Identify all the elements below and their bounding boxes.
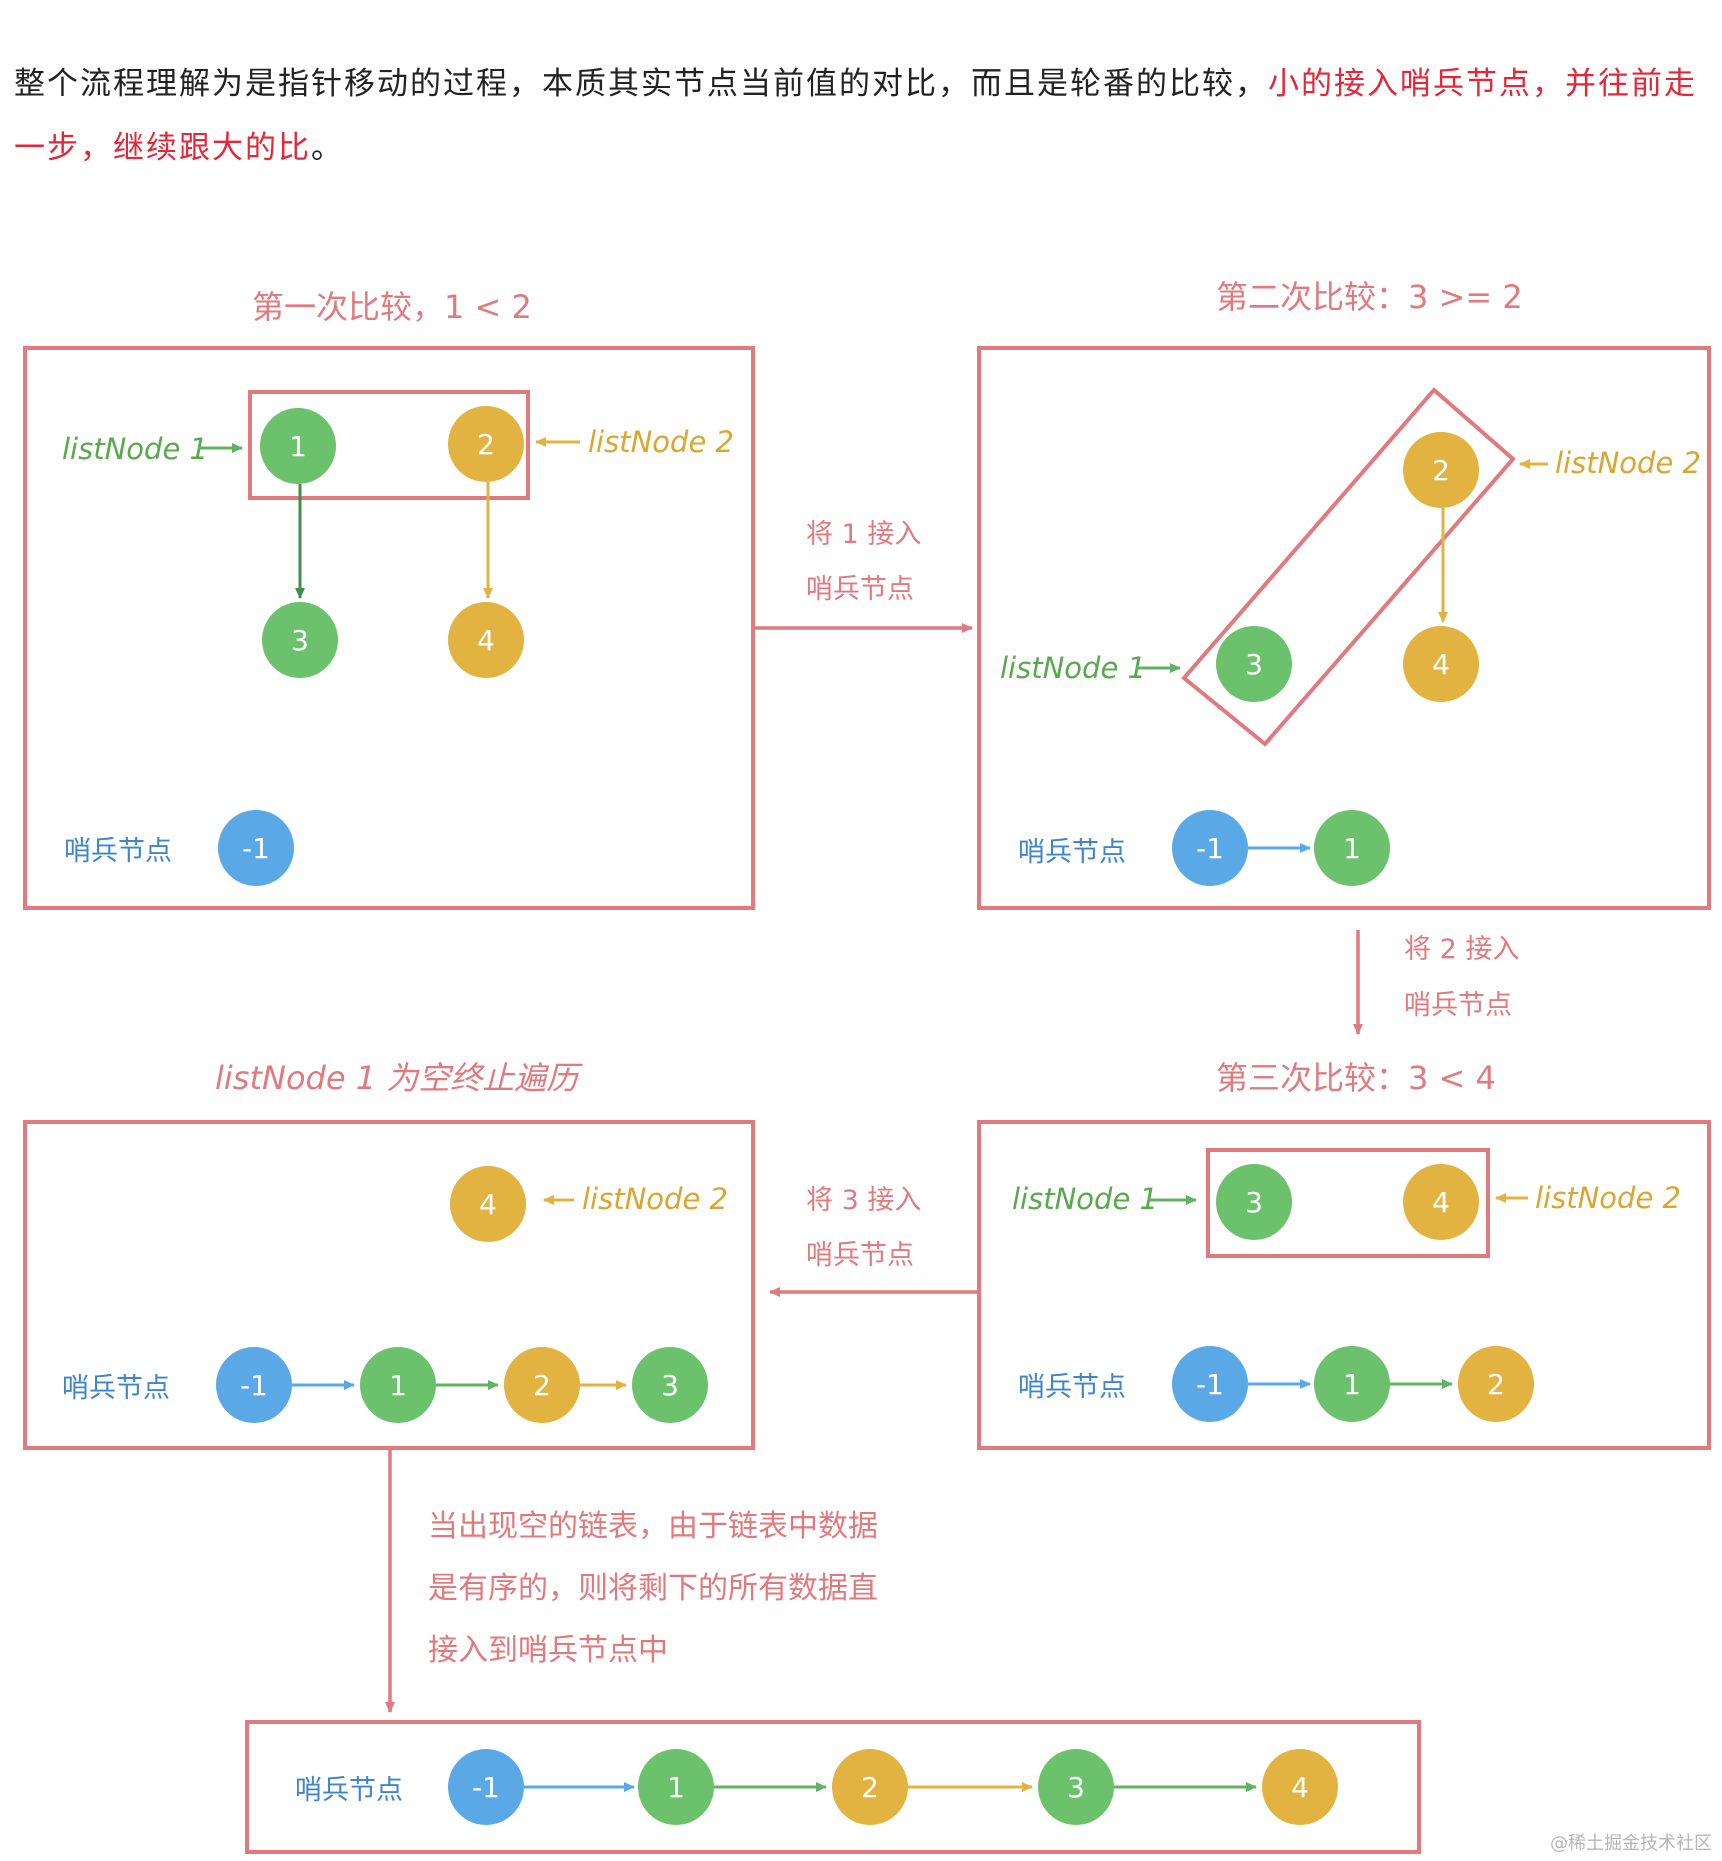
step2-line2: 哨兵节点 xyxy=(1404,990,1512,1021)
final-node-3 xyxy=(1038,1749,1114,1825)
panel2-sentinel-node xyxy=(1172,810,1248,886)
final-node-neg1-text: -1 xyxy=(472,1771,500,1804)
panel2-node-2 xyxy=(1403,432,1479,508)
panel4-sentinel-node-1-text: 1 xyxy=(389,1369,407,1402)
panel1-title: 第一次比较，1 < 2 xyxy=(252,288,532,326)
panel4-node-4-text: 4 xyxy=(479,1188,497,1221)
panel1-node-3-text: 3 xyxy=(291,624,309,657)
final-node-4 xyxy=(1262,1749,1338,1825)
panel3-node-4-text: 4 xyxy=(1432,1186,1450,1219)
panel2-node-3 xyxy=(1216,626,1292,702)
panel3-sentinel-node-2 xyxy=(1458,1346,1534,1422)
panel3-sentinel-node-text: -1 xyxy=(1196,1368,1224,1401)
panel4-sentinel-node-3 xyxy=(632,1347,708,1423)
note-line1: 当出现空的链表，由于链表中数据 xyxy=(428,1509,878,1544)
panel4-sentinel-label: 哨兵节点 xyxy=(62,1373,170,1404)
final-node-1-text: 1 xyxy=(667,1771,685,1804)
step2-line1: 将 2 接入 xyxy=(1404,934,1519,965)
panel4-sentinel-node-2 xyxy=(504,1347,580,1423)
panel2-sentinel-node-text: -1 xyxy=(1196,832,1224,865)
panel1-node-2 xyxy=(448,406,524,482)
panel1-node-1-text: 1 xyxy=(289,430,307,463)
step1-line1: 将 1 接入 xyxy=(806,519,921,550)
watermark: @稀土掘金技术社区 xyxy=(1550,1833,1712,1854)
panel1-sentinel-label: 哨兵节点 xyxy=(64,836,172,867)
panel3-node-3-text: 3 xyxy=(1245,1186,1263,1219)
panel2-frame xyxy=(977,346,1711,910)
panel1-node-3 xyxy=(262,602,338,678)
panel4-sentinel-node-text: -1 xyxy=(240,1369,268,1402)
panel1-listnode2-label: listNode 2 xyxy=(588,425,734,459)
panel2-sentinel-node-1-text: 1 xyxy=(1343,832,1361,865)
panel1-node-4-text: 4 xyxy=(477,624,495,657)
intro-line-red: 小的接入哨兵节点，并往前走一步，继续跟大的比 xyxy=(14,66,1697,166)
step3-line2: 哨兵节点 xyxy=(806,1240,914,1271)
panel3-sentinel-node-1-text: 1 xyxy=(1343,1368,1361,1401)
final-frame xyxy=(245,1720,1421,1854)
final-node-4-text: 4 xyxy=(1291,1771,1309,1804)
panel3-sentinel-label: 哨兵节点 xyxy=(1018,1372,1126,1403)
final-node-neg1 xyxy=(448,1749,524,1825)
panel2-listnode2-label: listNode 2 xyxy=(1555,446,1701,480)
final-node-2-text: 2 xyxy=(861,1771,879,1804)
intro-line-black: 整个流程理解为是指针移动的过程，本质其实节点当前值的对比，而且是轮番的比较， xyxy=(14,66,1268,102)
panel2-node-2-text: 2 xyxy=(1432,454,1450,487)
panel3-sentinel-node xyxy=(1172,1346,1248,1422)
panel4-sentinel-node-2-text: 2 xyxy=(533,1369,551,1402)
panel3-listnode1-label: listNode 1 xyxy=(1012,1182,1158,1216)
panel3-title: 第三次比较：3 < 4 xyxy=(1216,1059,1496,1097)
panel2-sentinel-label: 哨兵节点 xyxy=(1018,837,1126,868)
note-line2: 是有序的，则将剩下的所有数据直 xyxy=(428,1571,878,1606)
panel2-node-4 xyxy=(1403,626,1479,702)
panel3-node-4 xyxy=(1403,1164,1479,1240)
panel4-sentinel-node xyxy=(216,1347,292,1423)
panel4-node-4 xyxy=(450,1166,526,1242)
panel4-sentinel-node-3-text: 3 xyxy=(661,1369,679,1402)
intro-text: 整个流程理解为是指针移动的过程，本质其实节点当前值的对比，而且是轮番的比较，小的… xyxy=(14,52,1704,180)
panel2-title: 第二次比较：3 >= 2 xyxy=(1216,278,1523,316)
panel1-node-2-text: 2 xyxy=(477,428,495,461)
panel1-listnode1-label: listNode 1 xyxy=(62,432,208,466)
panel4-listnode2-label: listNode 2 xyxy=(582,1182,728,1216)
panel2-sentinel-node-1 xyxy=(1314,810,1390,886)
panel1-sentinel-node-text: -1 xyxy=(242,832,270,865)
panel1-compare-box xyxy=(248,390,530,500)
panel1-frame xyxy=(23,346,755,910)
panel4-title: listNode 1 为空终止遍历 xyxy=(215,1059,583,1097)
intro-line-end: 。 xyxy=(311,130,344,166)
panel2-node-4-text: 4 xyxy=(1432,648,1450,681)
panel3-node-3 xyxy=(1216,1164,1292,1240)
panel3-sentinel-node-2-text: 2 xyxy=(1487,1368,1505,1401)
panel3-listnode2-label: listNode 2 xyxy=(1535,1181,1681,1215)
panel2-listnode1-label: listNode 1 xyxy=(1000,651,1146,685)
final-sentinel-label: 哨兵节点 xyxy=(295,1775,403,1806)
panel3-sentinel-node-1 xyxy=(1314,1346,1390,1422)
panel3-frame xyxy=(977,1120,1711,1450)
final-node-1 xyxy=(638,1749,714,1825)
step1-line2: 哨兵节点 xyxy=(806,574,914,605)
panel2-node-3-text: 3 xyxy=(1245,648,1263,681)
step3-line1: 将 3 接入 xyxy=(806,1185,921,1216)
note-line3: 接入到哨兵节点中 xyxy=(428,1633,668,1668)
panel2-compare-box xyxy=(1181,387,1516,747)
panel4-sentinel-node-1 xyxy=(360,1347,436,1423)
panel3-compare-box xyxy=(1206,1148,1490,1258)
panel4-frame xyxy=(23,1120,755,1450)
final-node-3-text: 3 xyxy=(1067,1771,1085,1804)
panel1-node-4 xyxy=(448,602,524,678)
panel1-sentinel-node xyxy=(218,810,294,886)
final-node-2 xyxy=(832,1749,908,1825)
panel1-node-1 xyxy=(260,408,336,484)
